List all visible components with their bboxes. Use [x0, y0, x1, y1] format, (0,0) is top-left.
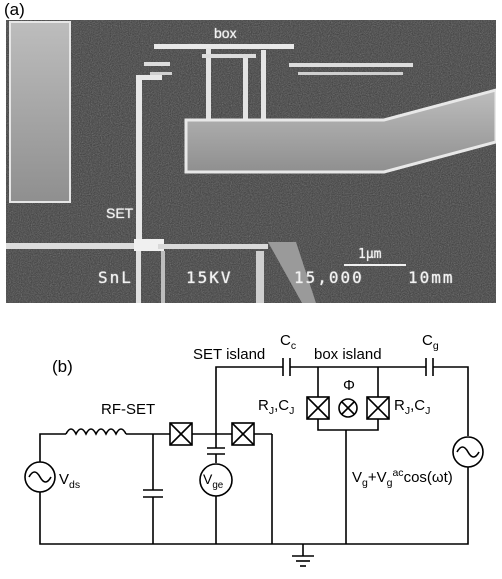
box-lead-2 — [243, 54, 248, 130]
set-vertical-lead — [136, 75, 142, 250]
scale-label: 1μm — [358, 247, 382, 262]
wire-cg-right — [433, 366, 469, 436]
scale-bar — [344, 264, 406, 266]
sem-image — [6, 20, 498, 303]
left-electrode — [9, 21, 71, 203]
cg-label: Cg — [422, 332, 439, 352]
set-source-lead — [6, 243, 146, 249]
box-island-label: box island — [314, 346, 382, 363]
inductor — [65, 428, 127, 436]
sem-sample-id: SnL — [98, 268, 133, 287]
wire-box-bottom — [317, 419, 379, 431]
box-lead-3 — [261, 50, 266, 150]
rj-cj-right-label: RJ,CJ — [394, 397, 431, 417]
vg-ac-expression: Vg+Vgaccos(ωt) — [352, 467, 453, 489]
sem-working-distance: 10mm — [408, 268, 455, 287]
rf-set-label: RF-SET — [101, 401, 156, 418]
set-drain-lead — [158, 244, 268, 249]
sem-voltage: 15KV — [186, 268, 233, 287]
ground-rail — [39, 463, 469, 545]
box-bar — [154, 44, 294, 49]
set-island — [134, 239, 164, 251]
panel-b-label: (b) — [52, 357, 73, 376]
sem-micrograph: box SET 1μm SnL 15KV 15,000 10mm — [6, 20, 498, 303]
wire-set-island — [215, 366, 283, 434]
vge-label: Vge — [203, 471, 224, 491]
sem-magnification: 15,000 — [294, 268, 364, 287]
cc-label: Cc — [280, 332, 297, 352]
panel-a-label: (a) — [4, 0, 25, 19]
set-island-label: SET island — [193, 346, 266, 363]
set-label: SET — [106, 205, 134, 221]
wire-vds-top — [39, 433, 66, 463]
vge-source — [199, 463, 233, 497]
box-label: box — [214, 25, 237, 41]
rj-cj-left-label: RJ,CJ — [258, 397, 295, 417]
phi-label: Φ — [343, 377, 355, 394]
box-lead-1 — [206, 48, 211, 130]
vds-label: Vds — [59, 471, 81, 491]
